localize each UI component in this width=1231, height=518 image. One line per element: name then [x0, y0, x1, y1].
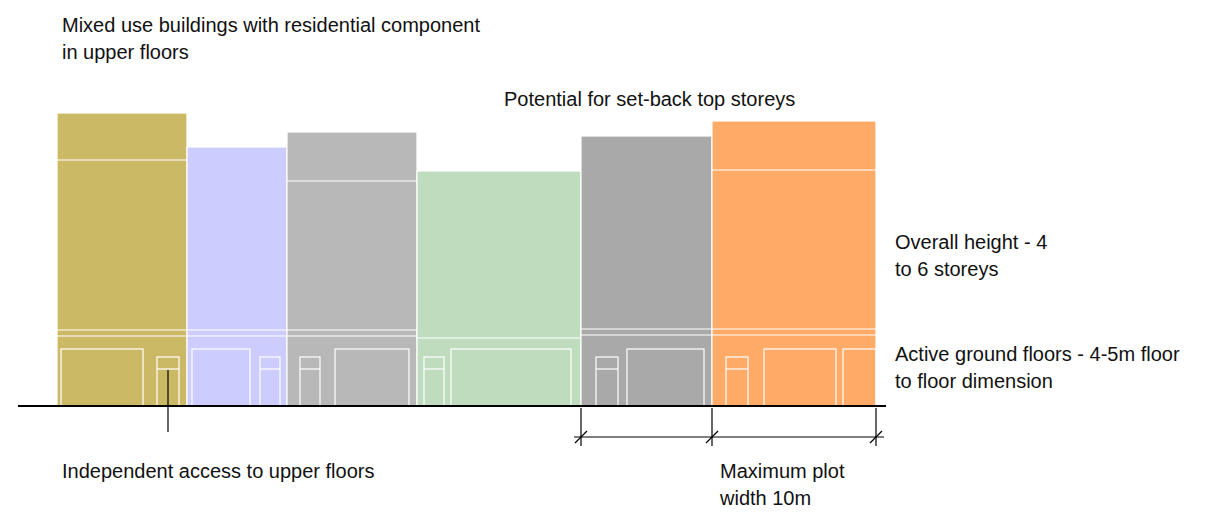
dimension-note: Active ground floors - 4-5m floor to flo… — [895, 341, 1195, 395]
floor-lines — [57, 160, 876, 338]
callout-text: Potential for set-back top storeys — [504, 86, 834, 113]
shopfronts-doors — [61, 349, 876, 406]
dimension-label: Maximum plot width 10m — [720, 458, 870, 512]
building — [417, 171, 581, 406]
callout-text: Independent access to upper floors — [62, 458, 482, 485]
building — [57, 113, 187, 406]
leader-line — [167, 370, 168, 432]
dimension-line — [574, 408, 884, 446]
building — [712, 121, 876, 406]
building — [581, 136, 712, 406]
ground-line — [18, 405, 886, 407]
dimension-note: Overall height - 4 to 6 storeys — [895, 229, 1055, 283]
building — [187, 147, 287, 406]
building — [287, 132, 417, 406]
callout-text: Mixed use buildings with residential com… — [62, 12, 482, 66]
